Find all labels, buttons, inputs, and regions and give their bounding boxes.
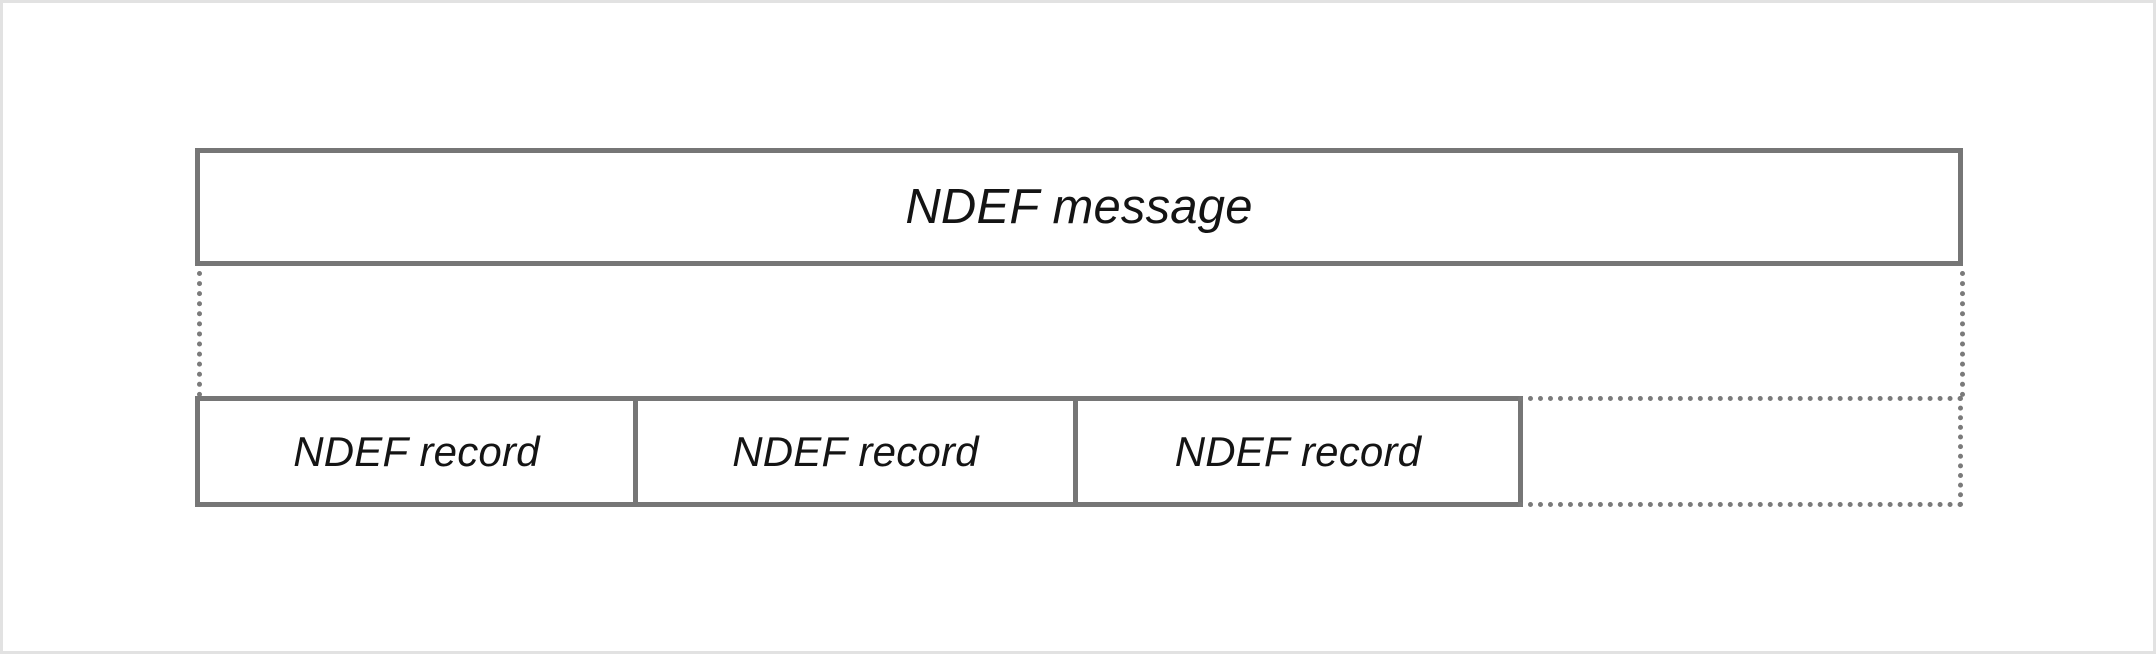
- diagram-canvas: NDEF message NDEF record NDEF record NDE…: [3, 3, 2153, 651]
- ndef-record-continuation: [1518, 396, 1963, 507]
- expansion-guide-right: [1960, 271, 1965, 397]
- ndef-record-cell: NDEF record: [1078, 401, 1518, 502]
- ndef-record-label: NDEF record: [293, 427, 540, 475]
- expansion-guide-left: [197, 271, 202, 397]
- ndef-record-group: NDEF record NDEF record NDEF record: [195, 396, 1523, 507]
- ndef-record-cell: NDEF record: [638, 401, 1078, 502]
- ndef-record-strip: NDEF record NDEF record NDEF record: [195, 396, 1963, 507]
- ndef-message-label: NDEF message: [905, 179, 1253, 234]
- ndef-record-cell: NDEF record: [200, 401, 638, 502]
- ndef-message-box: NDEF message: [195, 148, 1963, 266]
- ndef-record-label: NDEF record: [1174, 427, 1422, 475]
- ndef-record-label: NDEF record: [732, 427, 979, 475]
